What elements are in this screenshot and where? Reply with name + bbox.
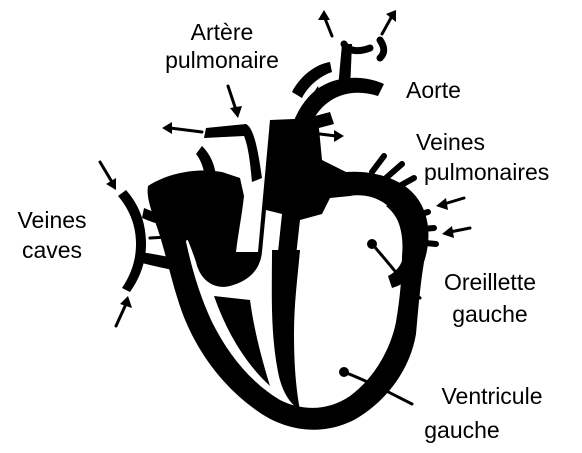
label-ventricule-gauche-line2: gauche <box>424 417 499 443</box>
arrow-aorta-right-head <box>334 130 344 142</box>
arrow-pulmonary-vein-1-head <box>436 198 448 210</box>
arrow-aorta-right <box>320 134 336 136</box>
heart-drawing <box>118 40 436 430</box>
venae-cavae-wall <box>118 190 146 292</box>
label-artere-pulmonaire-line1: Artère <box>191 19 254 45</box>
label-veines-caves-line1: Veines <box>17 207 86 233</box>
arrow-up-right <box>382 16 392 34</box>
label-veines-caves-line2: caves <box>22 237 82 263</box>
aorta-top-bracket <box>344 44 370 51</box>
label-aorte: Aorte <box>406 77 461 103</box>
arrow-pulmonary-vein-1 <box>444 198 464 204</box>
arrow-pulmonary-vein-2-head <box>442 226 454 238</box>
aorta-top-bracket-right <box>380 40 384 58</box>
arrow-right-atrium <box>150 236 186 238</box>
arrow-pulmonary-left-head <box>162 122 172 134</box>
heart-septum <box>272 250 300 410</box>
label-oreillette-gauche-line1: Oreillette <box>444 269 536 295</box>
arrow-pulmonary-vein-2 <box>450 228 470 232</box>
label-veines-pulmonaires-line1: Veines <box>416 129 485 155</box>
label-artere-pulmonaire-line2: pulmonaire <box>165 47 279 73</box>
arrow-vena-cava-inferior <box>116 304 126 326</box>
arrow-vena-cava-superior <box>100 162 112 182</box>
arrow-pulmonary-label <box>228 86 236 110</box>
label-ventricule-gauche-line1: Ventricule <box>441 383 542 409</box>
arrow-pulmonary-left <box>170 128 202 132</box>
label-oreillette-gauche-line2: gauche <box>452 301 527 327</box>
label-veines-pulmonaires-line2: pulmonaires <box>424 159 549 185</box>
arrow-up-left-head <box>318 10 330 20</box>
arrow-pulmonary-label-head <box>230 106 242 118</box>
